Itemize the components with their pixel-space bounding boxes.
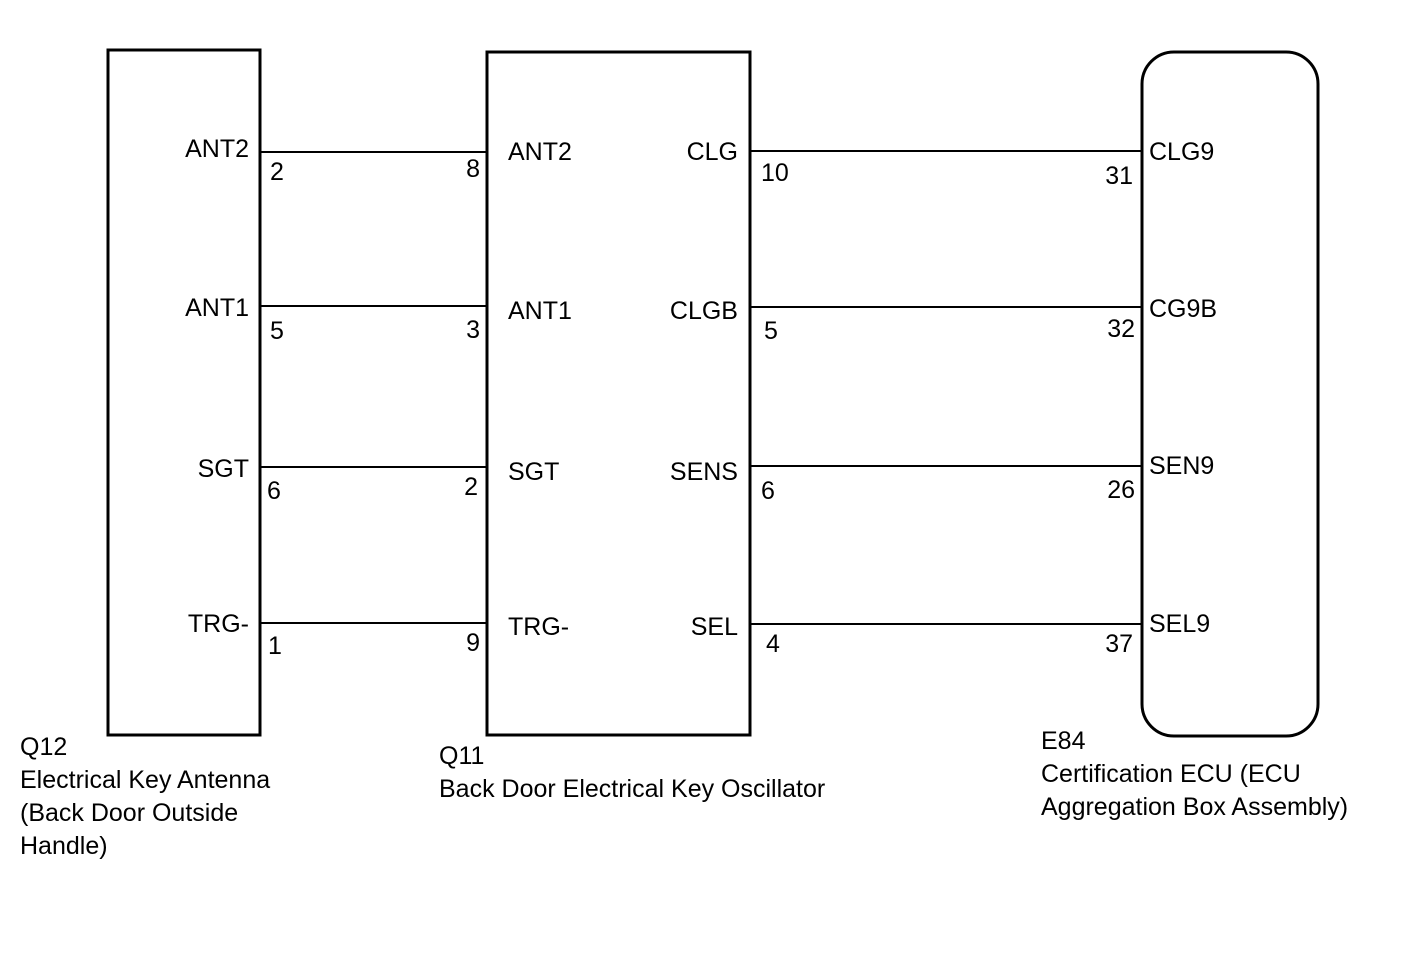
ecu-terminal-sel9: SEL9 <box>1149 610 1210 638</box>
antenna-box <box>106 48 262 737</box>
oscillator-box <box>485 50 752 737</box>
oscillator-terminal-clgb: CLGB <box>670 297 738 325</box>
oscillator-terminal-clg: CLG <box>687 138 738 166</box>
antenna-pin-4: 1 <box>268 632 282 660</box>
oscillator-terminal-sens: SENS <box>670 458 738 486</box>
antenna-name-line-1: Electrical Key Antenna <box>20 766 271 794</box>
antenna-code: Q12 <box>20 733 68 761</box>
oscillator-right-pin-2: 5 <box>764 317 778 345</box>
antenna-caption: Q12 Electrical Key Antenna (Back Door Ou… <box>20 731 270 863</box>
antenna-terminal-ant2: ANT2 <box>185 135 249 163</box>
oscillator-left-pin-4: 9 <box>466 629 480 657</box>
ecu-terminal-cg9b: CG9B <box>1149 295 1217 323</box>
oscillator-left-pin-1: 8 <box>466 155 480 183</box>
ecu-name-line-2: Aggregation Box Assembly) <box>1041 793 1349 821</box>
oscillator-right-pin-1: 10 <box>761 159 789 187</box>
antenna-pin-2: 5 <box>270 317 284 345</box>
ecu-pin-1: 31 <box>1105 162 1133 190</box>
oscillator-terminal-sgt: SGT <box>508 458 559 486</box>
ecu-pin-4: 37 <box>1105 630 1133 658</box>
ecu-code: E84 <box>1041 727 1086 755</box>
ecu-pin-3: 26 <box>1107 476 1135 504</box>
oscillator-right-pin-3: 6 <box>761 477 775 505</box>
ecu-box <box>1140 50 1320 738</box>
oscillator-right-pin-4: 4 <box>766 630 780 658</box>
antenna-terminal-sgt: SGT <box>198 455 249 483</box>
oscillator-code: Q11 <box>439 742 485 770</box>
antenna-name-line-2: (Back Door Outside <box>20 799 239 827</box>
ecu-pin-2: 32 <box>1107 315 1135 343</box>
ecu-name-line-1: Certification ECU (ECU <box>1041 760 1301 788</box>
antenna-terminal-trg: TRG- <box>188 610 249 638</box>
oscillator-terminal-trg: TRG- <box>508 613 569 641</box>
ecu-terminal-clg9: CLG9 <box>1149 138 1214 166</box>
oscillator-left-pin-2: 3 <box>466 316 480 344</box>
oscillator-caption: Q11 Back Door Electrical Key Oscillator <box>439 740 825 806</box>
antenna-name-line-3: Handle) <box>20 832 108 860</box>
oscillator-terminal-sel: SEL <box>691 613 738 641</box>
oscillator-terminal-ant2: ANT2 <box>508 138 572 166</box>
ecu-caption: E84 Certification ECU (ECU Aggregation B… <box>1041 725 1348 824</box>
antenna-terminal-ant1: ANT1 <box>185 294 249 322</box>
antenna-pin-1: 2 <box>270 158 284 186</box>
ecu-terminal-sen9: SEN9 <box>1149 452 1214 480</box>
oscillator-terminal-ant1: ANT1 <box>508 297 572 325</box>
oscillator-left-pin-3: 2 <box>464 473 478 501</box>
antenna-pin-3: 6 <box>267 477 281 505</box>
oscillator-name-line-1: Back Door Electrical Key Oscillator <box>439 775 826 803</box>
